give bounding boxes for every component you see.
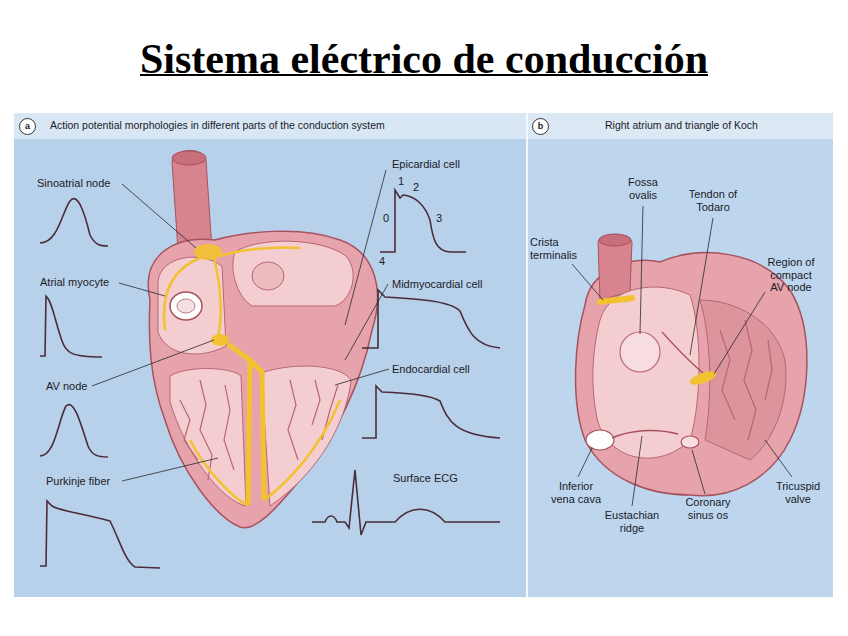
action-potential-curve [40,199,108,246]
superior-vena-cava [598,235,632,301]
structure-label: Atrial myocyte [40,276,109,289]
leader-line [692,450,705,494]
leader-line [92,340,214,386]
left-ventricle [262,366,351,506]
panel-letter-badge: b [532,118,549,135]
structure-label: Eustachian ridge [600,509,664,534]
waveform-label: Endocardial cell [392,363,470,376]
phase-number: 1 [398,175,404,188]
figure-panel: Right atrium and triangle of Kochb [527,113,833,597]
panel-heading: Action potential morphologies in differe… [50,119,563,131]
panel-heading: Right atrium and triangle of Koch [605,119,848,131]
panel-ground [527,113,833,597]
structure-label: Crista terminalis [530,236,585,261]
leader-lines [92,170,389,481]
waveform-label: Surface ECG [393,472,458,485]
panel-divider [526,113,528,597]
leader-line [714,292,765,374]
waveform-label: Epicardial cell [392,158,460,171]
leader-line [765,440,792,477]
inferior-vena-cava-opening [586,430,614,450]
action-potential-curve [40,296,102,357]
valve-chordae [720,320,772,440]
panel-letter: a [25,121,30,131]
page-title: Sistema eléctrico de conducción [0,34,848,84]
structure-label: Purkinje fiber [46,475,110,488]
ecg-trace [312,470,500,535]
panel-ground [14,113,527,597]
structure-label: Tendon of Todaro [683,188,743,213]
action-potential-curve [362,386,500,438]
crista-terminalis-band [600,298,632,302]
structure-label: AV node [46,380,87,393]
leader-line [690,218,713,355]
purkinje-network [190,400,340,505]
phase-number: 0 [383,212,389,225]
structure-label: Tricuspid valve [770,480,826,505]
internodal-pathway [164,247,300,338]
waveforms [40,190,500,568]
panel-letter-badge: a [19,118,36,135]
phase-number: 3 [436,212,442,225]
pulmonary-vein [252,262,284,290]
leader-line [578,448,592,477]
leader-line [345,284,388,360]
leader-line [632,436,642,506]
coronary-sinus-os [681,436,699,448]
heart-outline [148,231,377,528]
panel-letter: b [538,121,544,131]
structure-label: Sinoatrial node [37,177,110,190]
phase-number: 2 [413,181,419,194]
leader-line [335,369,389,385]
aorta [172,150,212,250]
leader-line [119,283,165,296]
structure-label: Inferior vena cava [548,480,604,505]
tricuspid-valve-region [700,300,786,460]
structure-label: Region of compact AV node [765,256,817,294]
phase-number: 4 [379,255,385,268]
structure-label: Coronary sinus os [680,496,736,521]
heart-illustration [148,150,377,527]
leader-line [122,184,196,248]
aorta-opening [172,151,206,165]
action-potential-curve [40,501,160,568]
vena-cava-opening [170,292,202,320]
structure-label: Fossa ovalis [618,176,668,201]
leader-line [640,206,643,334]
right-ventricle [170,369,246,507]
bundle-branches [228,344,264,505]
action-potential-curve [362,290,500,348]
leader-line [345,170,386,325]
vena-cava-opening [177,299,195,313]
compact-av-node [688,369,718,388]
action-potential-curve [40,405,108,457]
fossa-ovalis [620,332,660,372]
leader-lines [572,206,792,506]
waveform-label: Midmyocardial cell [392,278,482,291]
action-potential-curve [380,190,466,252]
vessel-opening [599,234,631,246]
eustachian-ridge [612,431,678,438]
tendon-of-todaro [662,332,710,378]
leader-line [572,264,603,300]
leader-line [122,458,218,481]
